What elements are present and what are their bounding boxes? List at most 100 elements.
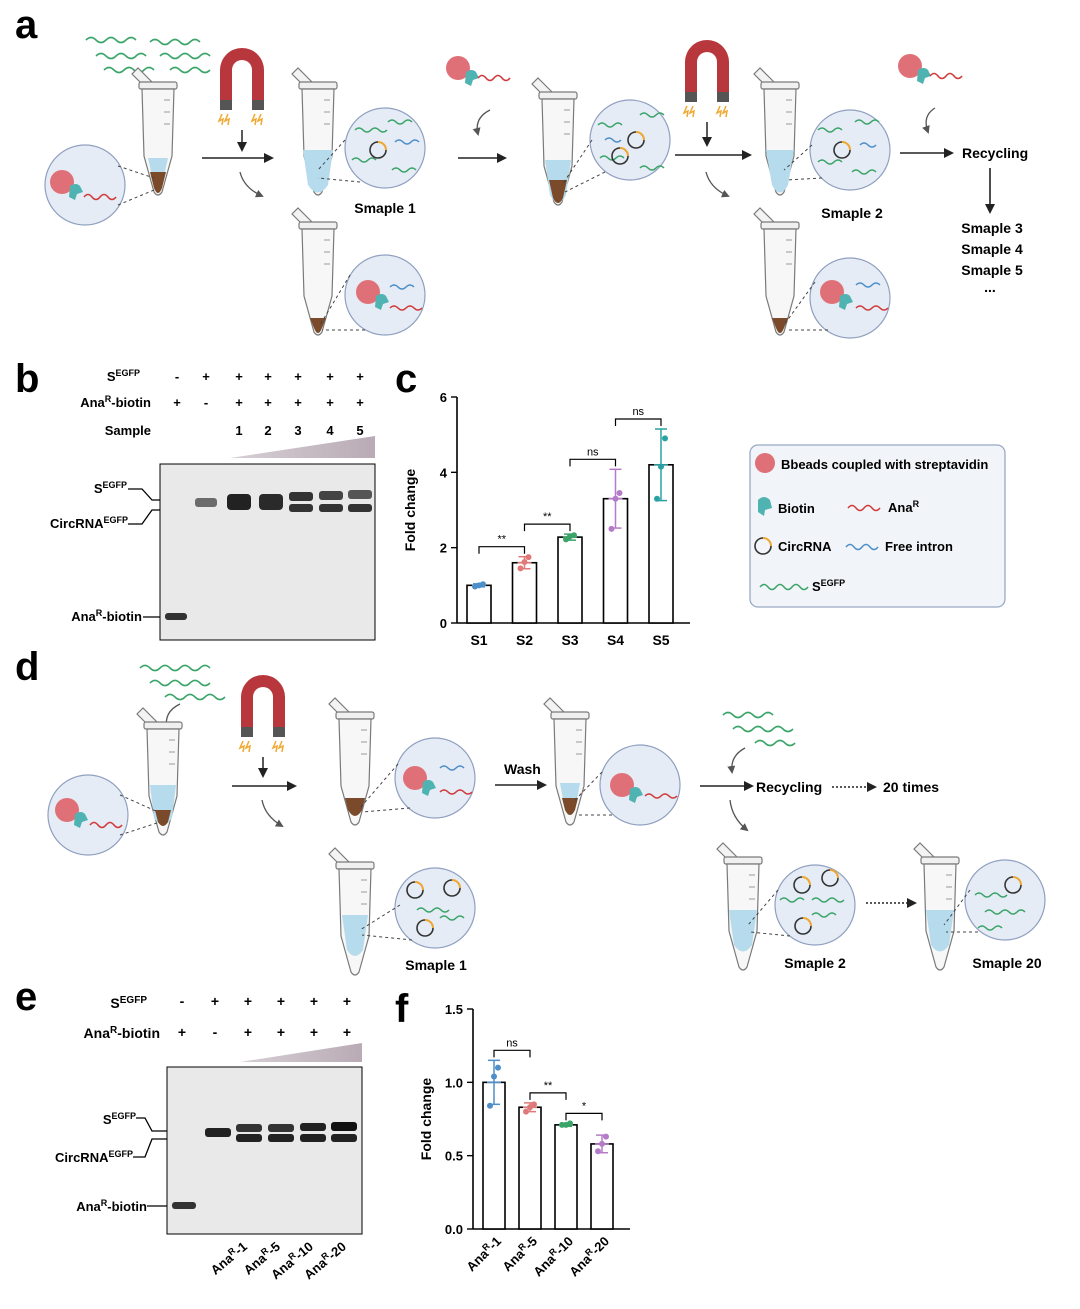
gradient-wedge-e (240, 1043, 362, 1062)
y-tick-label: 0.5 (445, 1149, 463, 1164)
panel-e: e SEGFP AnaR-biotin -++++++-++++ SEGFP C… (15, 975, 363, 1283)
y-axis-label: Fold change (418, 1078, 434, 1161)
significance-bracket (529, 1092, 567, 1100)
x-tick-label: S4 (607, 632, 624, 648)
sample5-label: Smaple 5 (961, 262, 1023, 278)
ana-strand (83, 193, 117, 201)
segfp-sign-b: + (356, 369, 364, 384)
x-tick-label: AnaR-20 (566, 1233, 613, 1280)
significance-bracket (569, 458, 617, 467)
sample1-label-a: Smaple 1 (354, 200, 416, 216)
y-tick-label: 0 (440, 616, 447, 631)
bar (518, 1106, 542, 1230)
row-ana-e: AnaR-biotin (84, 1025, 160, 1041)
magnet-icon (218, 47, 265, 126)
y-tick-label: 4 (440, 465, 448, 480)
y-tick-label: 6 (440, 390, 447, 405)
segfp-sign-e: + (343, 993, 351, 1009)
significance-bracket (565, 1112, 603, 1121)
data-point (525, 554, 532, 561)
data-point (662, 435, 668, 442)
sign-grid-e: -++++++-++++ (178, 993, 351, 1040)
data-point (523, 1108, 529, 1115)
panel-a: a (15, 3, 1028, 339)
segfp-sign-b: + (294, 369, 302, 384)
data-point (658, 463, 664, 470)
bar (557, 536, 583, 624)
tube-beads (150, 172, 166, 193)
data-point (567, 1120, 573, 1127)
panel-letter-e: e (15, 975, 37, 1019)
significance-bracket (614, 418, 662, 427)
y-tick-label: 1.5 (445, 1002, 463, 1017)
significance-label: ns (506, 1037, 518, 1049)
legend-box: Bbeads coupled with streptavidin Biotin … (749, 444, 1006, 608)
ana-sign-e: + (277, 1024, 285, 1040)
data-point (487, 1102, 493, 1109)
data-point (603, 1133, 609, 1140)
segfp-sign-b: + (235, 369, 243, 384)
ana-legend-icon (847, 504, 881, 512)
y-tick-label: 0.0 (445, 1222, 463, 1237)
segfp-sign-b: - (175, 369, 179, 384)
sample20-label-d: Smaple 20 (972, 955, 1041, 971)
panel-letter-f: f (395, 987, 409, 1031)
panel-letter-d: d (15, 645, 39, 689)
ana-sign-b: + (235, 395, 243, 410)
sample2-label-d: Smaple 2 (784, 955, 846, 971)
segfp-sign-e: + (277, 993, 285, 1009)
ellipsis-label: ... (984, 279, 996, 295)
data-point (654, 495, 660, 502)
ana-sign-b: + (326, 395, 334, 410)
significance-label: ns (587, 446, 599, 458)
row-segfp-b: SEGFP (107, 368, 140, 384)
gel-image-b (159, 463, 376, 641)
sample1-label-d: Smaple 1 (405, 957, 467, 973)
sample-num-b: 2 (264, 423, 271, 438)
bar (466, 584, 492, 624)
sample-num-b: 4 (326, 423, 334, 438)
sample4-label: Smaple 4 (961, 241, 1023, 257)
sample3-label: Smaple 3 (961, 220, 1023, 236)
segfp-sign-e: + (244, 993, 252, 1009)
panel-d: d Wash (15, 645, 1046, 976)
data-point (599, 1140, 605, 1147)
data-point (480, 581, 486, 588)
band-label-ana-b: AnaR-biotin (71, 608, 142, 624)
significance-label: ns (632, 406, 644, 418)
significance-label: ** (497, 534, 506, 546)
data-point (517, 565, 524, 572)
segfp-legend-icon (759, 583, 809, 591)
significance-bracket (478, 546, 526, 554)
gel-bands-b (165, 490, 372, 620)
panel-b: b SEGFP AnaR-biotin Sample -+++++++-++++… (15, 357, 376, 641)
legend-intron: Free intron (885, 539, 953, 554)
data-point (495, 1064, 501, 1071)
data-point (531, 1101, 537, 1108)
data-point (491, 1073, 497, 1080)
significance-label: ** (544, 1080, 553, 1092)
significance-label: ** (543, 511, 552, 523)
row-segfp-e: SEGFP (110, 995, 147, 1011)
x-tick-label: S5 (652, 632, 669, 648)
gel-bands-e (172, 1122, 357, 1209)
data-point (612, 495, 619, 502)
ana-sign-e: + (343, 1024, 351, 1040)
legend-beads: Bbeads coupled with streptavidin (781, 457, 988, 472)
ana-sign-b: - (204, 395, 208, 410)
panel-letter-c: c (395, 357, 417, 401)
y-tick-label: 1.0 (445, 1075, 463, 1090)
gradient-wedge-b (230, 436, 375, 458)
sample-num-b: 5 (356, 423, 363, 438)
times-label: 20 times (883, 779, 939, 795)
segfp-sign-b: + (326, 369, 334, 384)
sample-num-b: 3 (294, 423, 301, 438)
data-point (595, 1148, 601, 1155)
bar (511, 561, 538, 624)
